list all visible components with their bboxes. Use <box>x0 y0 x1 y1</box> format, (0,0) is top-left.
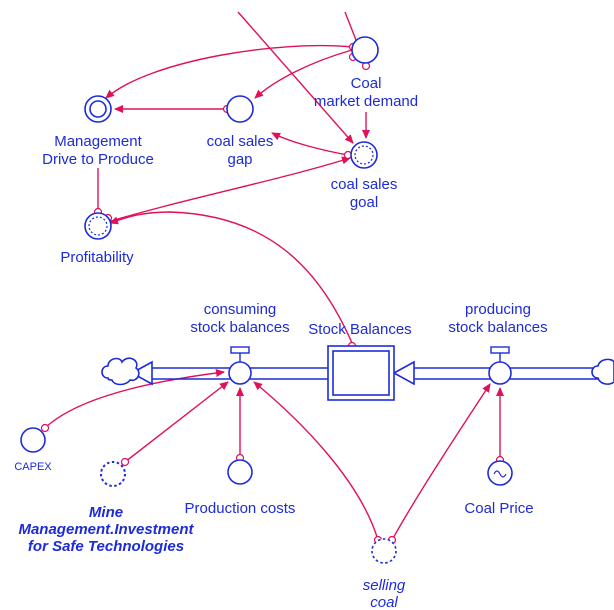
label-producing-line1: producing <box>465 301 531 318</box>
node-coal-sales-goal-inner <box>354 145 374 165</box>
stock-balances-box[interactable] <box>327 345 395 401</box>
valve-consuming-circle <box>228 361 252 385</box>
node-coal-market-demand[interactable] <box>351 36 379 64</box>
label-selling-coal-line2: coal <box>370 594 398 610</box>
link-market-demand-to-management-drive[interactable] <box>105 44 353 99</box>
label-production-costs: Production costs <box>185 500 296 517</box>
link-profitability-to-coal-sales-goal[interactable] <box>107 156 351 223</box>
causal-links <box>44 11 504 541</box>
node-profitability-inner <box>88 216 108 236</box>
pipe-producing-arrowhead <box>392 360 415 386</box>
node-management-drive[interactable] <box>84 95 112 123</box>
label-coal-sales-gap-line2: gap <box>227 151 252 168</box>
label-consuming-line2: stock balances <box>190 319 289 336</box>
node-management-drive-inner <box>89 100 107 118</box>
link-top-into-market-demand[interactable] <box>344 11 357 41</box>
label-selling-coal-line1: selling <box>363 577 406 594</box>
link-stock-balances-to-profitability[interactable] <box>109 211 353 344</box>
valve-consuming-handle <box>230 346 250 354</box>
label-coal-sales-gap-line1: coal sales <box>207 133 274 150</box>
link-mine-management-to-consuming[interactable] <box>124 381 229 463</box>
label-producing-line2: stock balances <box>448 319 547 336</box>
link-dot <box>40 423 50 433</box>
link-top-into-coal-sales-goal[interactable] <box>237 11 354 144</box>
label-mine-management-line1: Mine <box>89 504 123 521</box>
valve-consuming[interactable] <box>228 346 252 385</box>
label-mine-management-line3: for Safe Technologies <box>28 538 184 555</box>
node-production-costs[interactable] <box>227 459 253 485</box>
cloud-source-left-icon <box>101 357 140 386</box>
node-coal-price-wave-icon <box>493 470 507 478</box>
label-profitability: Profitability <box>60 249 134 266</box>
label-management-drive-line2: Drive to Produce <box>42 151 154 168</box>
node-coal-sales-goal[interactable] <box>350 141 378 169</box>
node-selling-coal[interactable] <box>371 538 397 564</box>
label-capex: CAPEX <box>14 461 52 473</box>
link-dot <box>120 457 130 467</box>
label-coal-market-demand-line1: Coal <box>351 75 382 92</box>
stock-inner <box>332 350 390 396</box>
node-profitability[interactable] <box>84 212 112 240</box>
link-capex-to-consuming[interactable] <box>44 369 225 429</box>
node-capex[interactable] <box>20 427 46 453</box>
node-coal-price[interactable] <box>487 460 513 486</box>
link-coal-sales-goal-to-coal-sales-gap[interactable] <box>271 132 349 156</box>
label-coal-market-demand-line2: market demand <box>314 93 418 110</box>
label-stock-balances: Stock Balances <box>308 321 411 338</box>
valve-producing[interactable] <box>488 346 512 385</box>
valve-producing-circle <box>488 361 512 385</box>
node-coal-sales-gap[interactable] <box>226 95 254 123</box>
cloud-source-right-icon <box>591 358 614 385</box>
pipe-consuming-arrowhead <box>130 360 153 386</box>
label-coal-sales-goal-line1: coal sales <box>331 176 398 193</box>
label-mine-management-line2: Management.Investment <box>18 521 194 538</box>
link-selling-coal-to-consuming[interactable] <box>253 381 379 541</box>
link-selling-coal-to-producing[interactable] <box>391 383 491 541</box>
label-coal-price: Coal Price <box>464 500 533 517</box>
node-mine-management[interactable] <box>100 461 126 487</box>
label-consuming-line1: consuming <box>204 301 277 318</box>
label-coal-sales-goal-line2: goal <box>350 194 378 211</box>
valve-producing-handle <box>490 346 510 354</box>
link-market-demand-to-coal-sales-gap[interactable] <box>254 49 353 99</box>
label-management-drive-line1: Management <box>54 133 142 150</box>
